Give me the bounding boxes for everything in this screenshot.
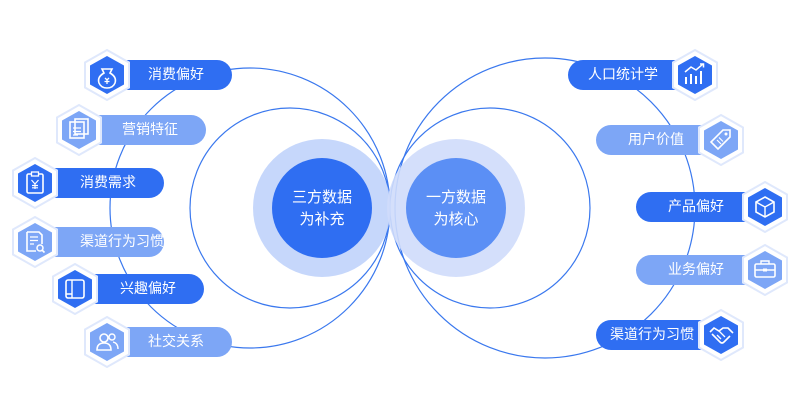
right-item-label: 业务偏好 bbox=[668, 262, 724, 278]
left-center-disc bbox=[272, 158, 372, 258]
right-item-label: 用户价值 bbox=[628, 132, 684, 148]
left-item-label: 兴趣偏好 bbox=[120, 281, 176, 297]
growth-chart-icon bbox=[668, 48, 722, 102]
price-tag-icon bbox=[694, 113, 748, 167]
users-icon bbox=[80, 315, 134, 369]
left-center-line1: 三方数据 bbox=[291, 188, 352, 206]
right-item-label: 渠道行为习惯 bbox=[610, 327, 694, 343]
right-item-label: 人口统计学 bbox=[588, 67, 658, 83]
handshake-icon bbox=[694, 308, 748, 362]
cube-icon bbox=[738, 180, 792, 234]
document-list-icon bbox=[52, 103, 106, 157]
tablet-icon bbox=[48, 262, 102, 316]
left-item-label: 消费偏好 bbox=[148, 67, 204, 83]
left-item-label: 消费需求 bbox=[80, 175, 136, 191]
right-item-label: 产品偏好 bbox=[668, 199, 724, 215]
right-center-line2: 为核心 bbox=[433, 210, 479, 228]
money-bag-icon bbox=[80, 48, 134, 102]
left-center-label: 三方数据 为补充 bbox=[267, 186, 377, 230]
left-item-label: 营销特征 bbox=[122, 122, 178, 138]
briefcase-icon bbox=[738, 243, 792, 297]
left-center-line2: 为补充 bbox=[299, 210, 345, 228]
right-center-label: 一方数据 为核心 bbox=[401, 186, 511, 230]
clipboard-yen-icon bbox=[8, 156, 62, 210]
left-item-label: 社交关系 bbox=[148, 334, 204, 350]
document-search-icon bbox=[8, 215, 62, 269]
right-center-disc bbox=[406, 158, 506, 258]
left-item-label: 渠道行为习惯 bbox=[80, 234, 164, 250]
right-center-line1: 一方数据 bbox=[425, 188, 486, 206]
